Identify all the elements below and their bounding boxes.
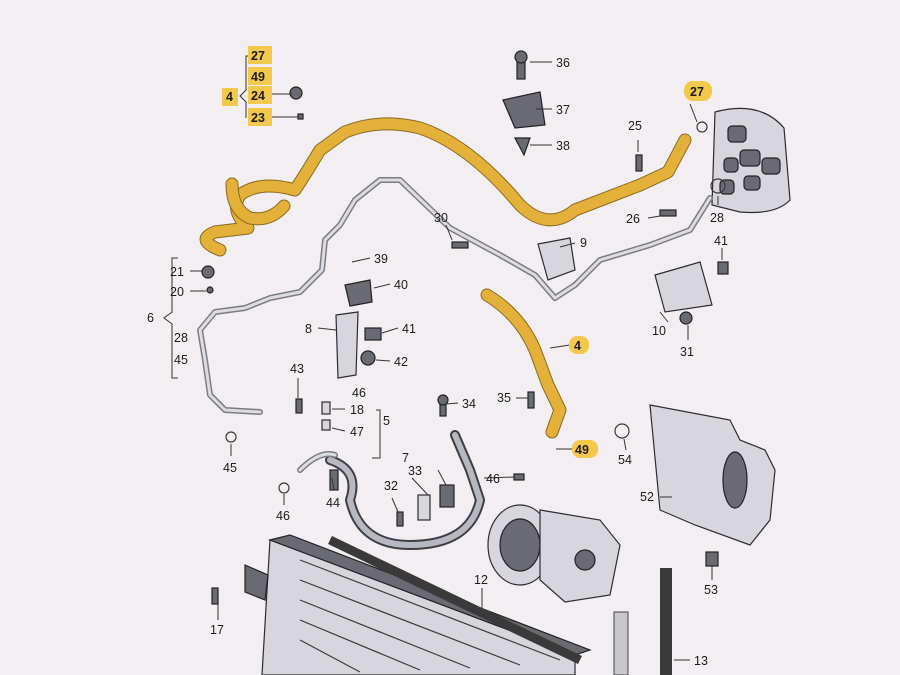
label-46-left: 46 (276, 509, 290, 523)
label-46-right: 46 (486, 472, 500, 486)
label-27-group: 27 (251, 49, 265, 63)
rod-13 (660, 568, 672, 675)
label-7: 7 (402, 451, 409, 465)
label-43: 43 (290, 362, 304, 376)
label-42: 42 (394, 355, 408, 369)
bracket-52 (649, 404, 776, 546)
label-41-top: 41 (714, 234, 728, 248)
label-33: 33 (408, 464, 422, 478)
condenser (261, 534, 592, 675)
leader-lines (163, 55, 723, 661)
label-53: 53 (704, 583, 718, 597)
label-34: 34 (462, 397, 476, 411)
label-46-mid: 46 (352, 386, 366, 400)
label-38: 38 (556, 139, 570, 153)
label-44: 44 (326, 496, 340, 510)
label-40: 40 (394, 278, 408, 292)
label-23: 23 (251, 111, 265, 125)
label-18: 18 (350, 403, 364, 417)
label-9: 9 (580, 236, 587, 250)
suction-hose-4-left (199, 117, 692, 257)
label-20: 20 (170, 285, 184, 299)
hose-assembly-7 (297, 430, 485, 550)
label-39: 39 (374, 252, 388, 266)
label-45-group: 45 (174, 353, 188, 367)
label-27-right: 27 (690, 85, 704, 99)
label-8: 8 (305, 322, 312, 336)
label-30: 30 (434, 211, 448, 225)
label-49-mid: 49 (575, 443, 589, 457)
label-6: 6 (147, 311, 154, 325)
rod-tube (613, 611, 629, 675)
label-52: 52 (640, 490, 654, 504)
label-28-right: 28 (710, 211, 724, 225)
label-24: 24 (251, 89, 265, 103)
label-26: 26 (626, 212, 640, 226)
label-31: 31 (680, 345, 694, 359)
suction-hose-4-mid (480, 288, 567, 439)
small-parts (201, 50, 729, 605)
label-36: 36 (556, 56, 570, 70)
highlight-boxes (222, 46, 712, 458)
label-32: 32 (384, 479, 398, 493)
label-4-left: 4 (226, 90, 233, 104)
label-5: 5 (383, 414, 390, 428)
label-45-bottom: 45 (223, 461, 237, 475)
label-41-mid: 41 (402, 322, 416, 336)
evaporator-unit (711, 107, 791, 214)
label-37: 37 (556, 103, 570, 117)
label-35: 35 (497, 391, 511, 405)
metal-pipe-9 (197, 177, 713, 415)
label-13: 13 (694, 654, 708, 668)
label-4-mid: 4 (574, 339, 581, 353)
label-25: 25 (628, 119, 642, 133)
label-54: 54 (618, 453, 632, 467)
label-49-group: 49 (251, 70, 265, 84)
part-labels: 4 27 49 24 23 6 21 20 28 45 36 37 38 27 … (147, 49, 728, 668)
label-10: 10 (652, 324, 666, 338)
label-17: 17 (210, 623, 224, 637)
compressor (487, 504, 621, 603)
label-21: 21 (170, 265, 184, 279)
label-28-group: 28 (174, 331, 188, 345)
label-47: 47 (350, 425, 364, 439)
label-12: 12 (474, 573, 488, 587)
